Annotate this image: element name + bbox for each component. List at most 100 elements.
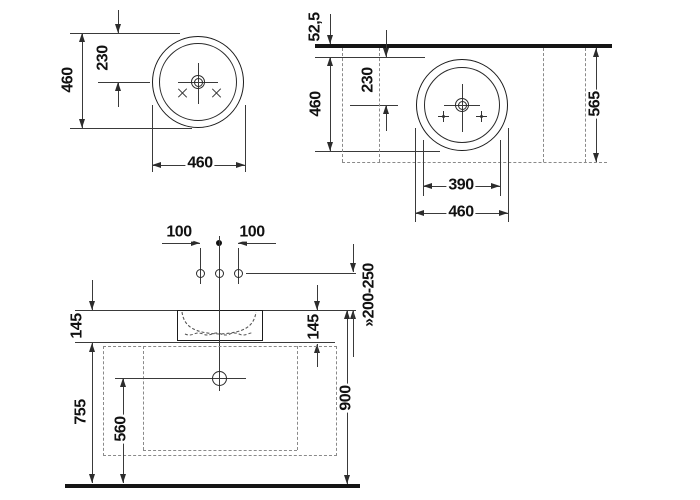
worktop-dashed-line [342, 162, 607, 163]
arrow-left-icon [152, 162, 161, 168]
dim-line [353, 244, 354, 272]
arrow-down-icon [89, 474, 95, 483]
arrow-down-icon [344, 475, 350, 484]
arrow-down-icon [79, 119, 85, 128]
arrow-up-icon [593, 48, 599, 57]
arrow-up-icon [327, 57, 333, 66]
arrow-right-icon [499, 210, 508, 216]
ext-line [500, 140, 501, 196]
tap-hole-mark-icon [210, 87, 222, 99]
drain-centerline [115, 378, 246, 379]
worktop-dashed-line [342, 48, 343, 162]
arrow-right-icon [491, 183, 500, 189]
arrow-down-icon [350, 263, 356, 272]
dim-label-worktop-depth: 565 [586, 89, 605, 119]
console-outline [103, 346, 337, 456]
dim-label-drain-height: 560 [112, 414, 131, 444]
worktop-dashed-line [379, 48, 380, 162]
basin-outer-rim [416, 59, 508, 151]
dim-line [386, 105, 387, 131]
dim-label-height: 460 [59, 65, 78, 95]
arrow-down-icon [314, 301, 320, 310]
tap-hole-icon [196, 269, 205, 278]
basin-outer-rim [152, 36, 244, 128]
dim-label-rim-thickness-left: 145 [68, 311, 87, 341]
ext-line [263, 310, 356, 311]
tap-hole-icon [215, 269, 224, 278]
ext-line [423, 140, 424, 196]
tap-hole-centerline [200, 248, 201, 284]
basin-inner-rim [159, 43, 237, 121]
arrow-left-icon [238, 240, 247, 246]
arrow-up-icon [79, 33, 85, 42]
ext-line [70, 33, 180, 34]
tap-hole-mark-icon [476, 111, 487, 122]
dim-line [330, 14, 331, 44]
ext-line [350, 105, 398, 106]
dim-label-drain-offset: 230 [359, 65, 378, 95]
arrow-up-icon [115, 82, 121, 91]
dim-label-outer-dia: 460 [446, 203, 476, 222]
dim-line [330, 57, 331, 151]
tap-hole-centerline [238, 248, 239, 284]
ext-line [508, 128, 509, 222]
ext-line [70, 128, 192, 129]
basin-inner-rim [424, 67, 500, 143]
worktop-dashed-line [585, 48, 586, 162]
drain-icon [455, 98, 469, 112]
ext-line [415, 128, 416, 222]
dim-label-rim-thickness-right: 145 [305, 312, 324, 342]
tap-hole-mark-icon [176, 87, 188, 99]
dim-line [317, 285, 318, 310]
drain-icon [212, 371, 227, 386]
arrow-left-icon [415, 210, 424, 216]
ext-line [246, 273, 356, 274]
dim-label-worktop-height: 755 [72, 397, 91, 427]
basin-centerline [219, 295, 220, 391]
dim-label-inner-dia: 390 [446, 176, 476, 195]
dim-line [317, 344, 318, 367]
console-inner-line [143, 346, 144, 450]
dim-label-tap-pitch-right: 100 [237, 223, 267, 242]
ext-line [98, 82, 150, 83]
floor-line [65, 484, 360, 488]
arrow-right-icon [191, 240, 200, 246]
arrow-down-icon [327, 142, 333, 151]
drain-icon [457, 100, 467, 110]
dim-label-wall-clearance: 52,5 [306, 10, 325, 44]
dim-line [118, 82, 119, 107]
ext-line [245, 105, 246, 172]
dim-line [238, 243, 276, 244]
arrow-left-icon [423, 183, 432, 189]
arrow-up-icon [383, 105, 389, 114]
ext-line [315, 57, 425, 58]
console-inner-line [143, 450, 297, 451]
arrow-down-icon [327, 35, 333, 44]
dim-label-tap-height-range: »200-250 [360, 261, 379, 329]
console-inner-line [297, 346, 298, 450]
ext-line [75, 310, 177, 311]
dim-line [118, 10, 119, 33]
dim-label-width: 460 [185, 154, 215, 173]
drain-icon [191, 75, 205, 89]
ext-line [315, 151, 440, 152]
arrow-up-icon [120, 378, 126, 387]
dim-label-tap-pitch-left: 100 [164, 223, 194, 242]
basin-front-outline [177, 310, 263, 341]
dim-label-depth: 460 [307, 89, 326, 119]
dim-line [353, 310, 354, 357]
worktop-dashed-line [543, 48, 544, 162]
tap-hole-mark-icon [438, 111, 449, 122]
arrow-down-icon [593, 153, 599, 162]
dim-label-drain-offset: 230 [94, 43, 113, 73]
arrow-right-icon [236, 162, 245, 168]
drain-icon [193, 77, 203, 87]
dim-line [162, 243, 200, 244]
arrow-down-icon [120, 474, 126, 483]
arrow-up-icon [344, 310, 350, 319]
tap-hole-icon [234, 269, 243, 278]
ext-line [75, 342, 335, 343]
dim-label-rim-height: 900 [337, 383, 356, 413]
ext-line [152, 105, 153, 172]
dim-line [82, 33, 83, 128]
